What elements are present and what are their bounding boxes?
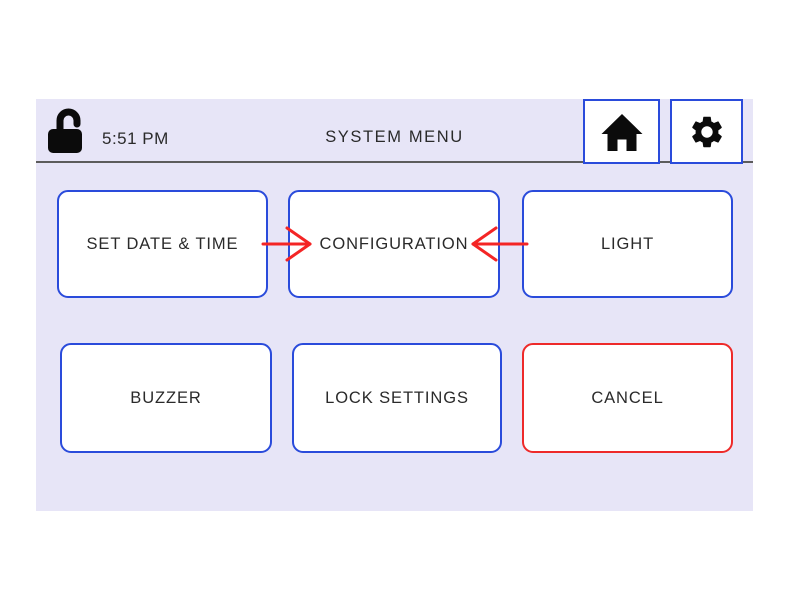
home-button[interactable]: [583, 99, 660, 164]
cancel-button[interactable]: CANCEL: [522, 343, 733, 453]
buzzer-label: BUZZER: [130, 388, 202, 407]
gear-icon: [691, 116, 722, 147]
lock-settings-label: LOCK SETTINGS: [325, 388, 469, 407]
system-menu-panel: 5:51 PM SYSTEM MENU SET DATE & TIME CONF…: [36, 99, 753, 511]
configuration-button[interactable]: CONFIGURATION: [288, 190, 500, 298]
set-date-time-label: SET DATE & TIME: [86, 234, 239, 253]
clock-time: 5:51 PM: [102, 129, 169, 148]
configuration-label: CONFIGURATION: [319, 234, 469, 253]
page-title: SYSTEM MENU: [325, 128, 464, 146]
header-bar: 5:51 PM SYSTEM MENU: [36, 99, 753, 163]
home-icon: [601, 113, 642, 151]
light-label: LIGHT: [600, 234, 655, 253]
light-button[interactable]: LIGHT: [522, 190, 733, 298]
settings-button[interactable]: [670, 99, 743, 164]
unlock-icon-svg: [48, 108, 82, 153]
cancel-label: CANCEL: [591, 388, 664, 407]
set-date-time-button[interactable]: SET DATE & TIME: [57, 190, 268, 298]
unlock-icon: [47, 107, 87, 155]
buzzer-button[interactable]: BUZZER: [60, 343, 272, 453]
lock-settings-button[interactable]: LOCK SETTINGS: [292, 343, 502, 453]
